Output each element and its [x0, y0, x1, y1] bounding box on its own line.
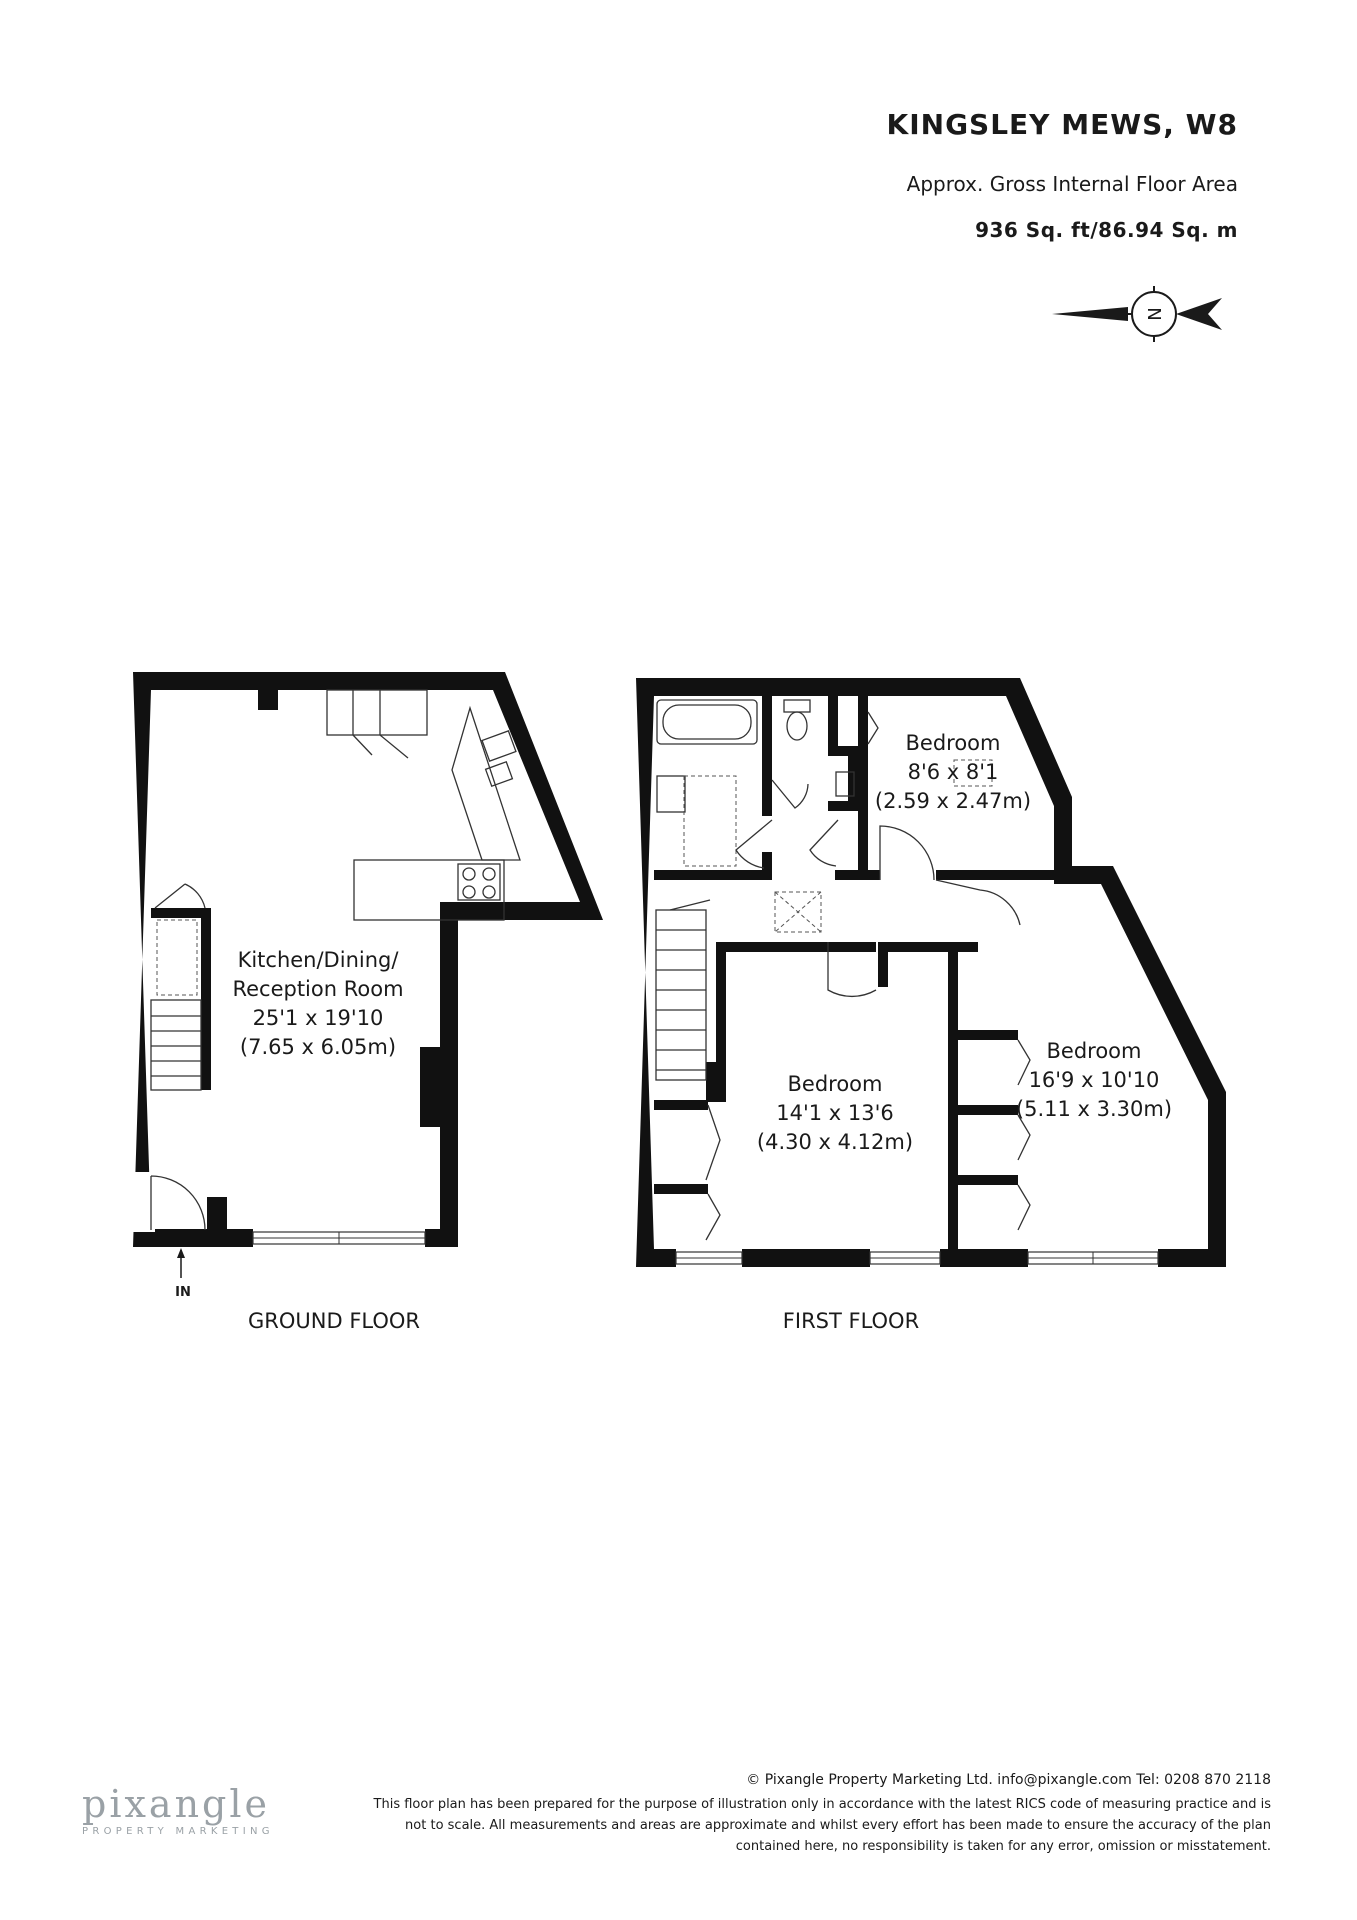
room-dimensions-imperial: 25'1 x 19'10 [253, 1006, 384, 1030]
entrance-label: IN [175, 1285, 191, 1300]
logo-subtitle: PROPERTY MARKETING [82, 1826, 274, 1837]
room-dimensions-imperial: 8'6 x 8'1 [908, 760, 999, 784]
room-name: Bedroom [788, 1072, 883, 1096]
compass-letter: N [1145, 307, 1166, 320]
room-name: Bedroom [1047, 1039, 1142, 1063]
first-floor-plan [636, 678, 1226, 1267]
room-dimensions-metric: (2.59 x 2.47m) [875, 789, 1031, 813]
disclaimer-line: not to scale. All measurements and areas… [405, 1818, 1271, 1833]
skylight-icon [774, 891, 822, 933]
room-bedroom-small: Bedroom 8'6 x 8'1 (2.59 x 2.47m) [875, 731, 1031, 813]
room-dimensions-imperial: 14'1 x 13'6 [776, 1101, 894, 1125]
cupboard-basin-icon [835, 771, 855, 797]
room-dimensions-metric: (7.65 x 6.05m) [240, 1035, 396, 1059]
kitchen-units [326, 689, 521, 921]
basin-icon [656, 775, 686, 813]
floor-area-label: Approx. Gross Internal Floor Area [906, 172, 1238, 196]
pixangle-logo: pixangle PROPERTY MARKETING [82, 1784, 302, 1837]
toilet-icon [783, 699, 811, 741]
room-name: Kitchen/Dining/ [238, 948, 400, 972]
compass-icon: N [1052, 286, 1222, 342]
room-dimensions-imperial: 16'9 x 10'10 [1029, 1068, 1160, 1092]
room-name: Reception Room [232, 977, 403, 1001]
room-dimensions-metric: (4.30 x 4.12m) [757, 1130, 913, 1154]
first-floor-stairs [655, 899, 711, 1081]
room-kitchen-dining-reception: Kitchen/Dining/ Reception Room 25'1 x 19… [232, 948, 403, 1059]
ground-floor-stairs [150, 919, 202, 1091]
footer-copyright: © Pixangle Property Marketing Ltd. info@… [746, 1772, 1271, 1788]
room-name: Bedroom [906, 731, 1001, 755]
disclaimer-line: contained here, no responsibility is tak… [735, 1839, 1271, 1854]
logo-name: pixangle [82, 1782, 271, 1826]
disclaimer-line: This floor plan has been prepared for th… [373, 1797, 1271, 1812]
bath-icon [656, 699, 758, 745]
property-title: KINGSLEY MEWS, W8 [886, 108, 1238, 141]
ground-floor-plan: IN [125, 672, 603, 1300]
shower-icon [683, 775, 737, 867]
room-bedroom-middle: Bedroom 14'1 x 13'6 (4.30 x 4.12m) [757, 1072, 913, 1154]
ground-floor-label: GROUND FLOOR [248, 1309, 420, 1333]
room-dimensions-metric: (5.11 x 3.30m) [1016, 1097, 1172, 1121]
floor-area-value: 936 Sq. ft/86.94 Sq. m [975, 218, 1238, 242]
first-floor-label: FIRST FLOOR [783, 1309, 919, 1333]
room-bedroom-large: Bedroom 16'9 x 10'10 (5.11 x 3.30m) [1016, 1039, 1172, 1121]
